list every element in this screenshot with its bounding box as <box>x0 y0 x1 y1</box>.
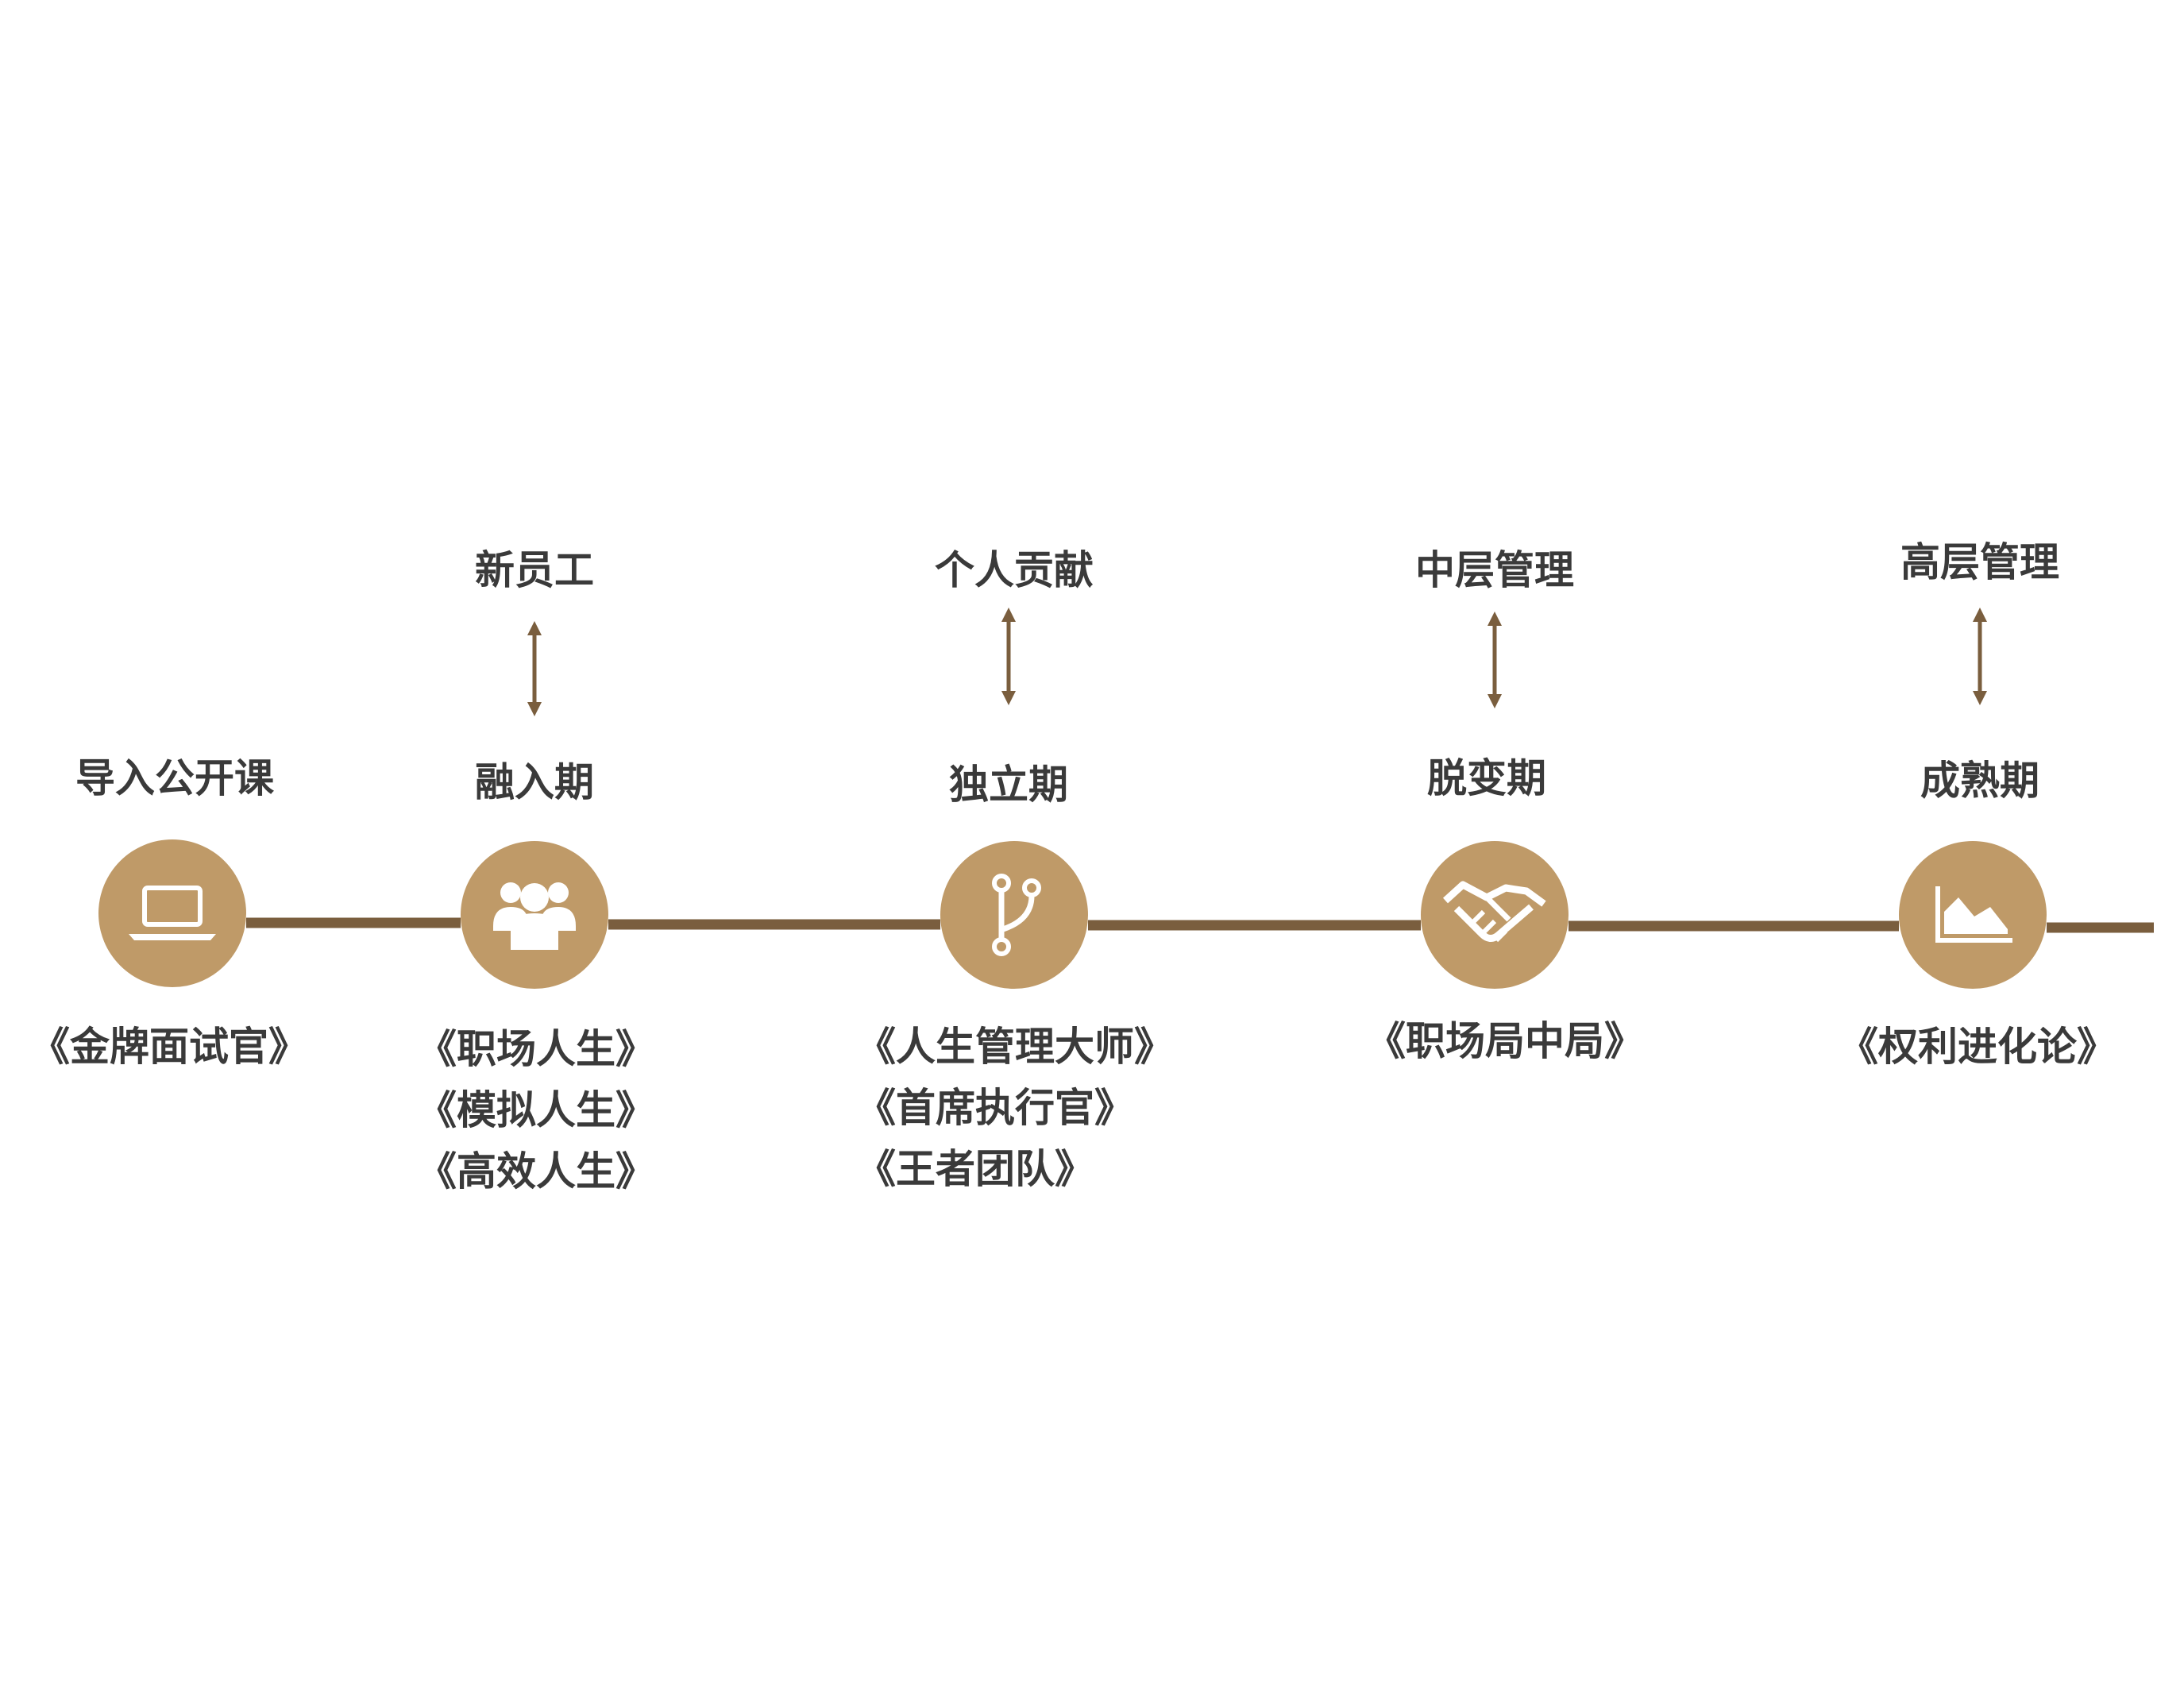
group-icon <box>493 882 576 950</box>
role-label-2: 新员工 <box>475 547 594 593</box>
course-item: 《职场人生》 <box>417 1026 655 1072</box>
phase-label-5: 成熟期 <box>1920 758 2039 804</box>
phase-label-2: 融入期 <box>475 759 594 805</box>
role-label-3: 个人贡献 <box>935 547 1094 593</box>
course-item: 《职场局中局》 <box>1366 1018 1644 1064</box>
double-arrow-icon <box>527 621 542 716</box>
stage-nodes <box>98 839 2047 989</box>
stage-node-4 <box>1421 841 1569 989</box>
stage-node-1 <box>98 839 246 987</box>
course-item: 《模拟人生》 <box>417 1087 655 1133</box>
phase-label-3: 独立期 <box>949 762 1068 808</box>
course-item: 《金牌面试官》 <box>30 1024 308 1070</box>
node-circle <box>940 841 1088 989</box>
course-list-1: 《金牌面试官》 <box>30 1017 308 1078</box>
double-arrow-icon <box>1488 612 1502 708</box>
course-item: 《高效人生》 <box>417 1148 655 1194</box>
branch-icon <box>992 874 1041 956</box>
phase-label-4: 脱变期 <box>1427 755 1546 801</box>
timeline-connectors <box>246 917 2154 933</box>
course-item: 《首席执行官》 <box>856 1085 1134 1131</box>
course-list-3: 《人生管理大师》 《首席执行官》 《王者团队》 <box>856 1017 1174 1200</box>
course-item: 《人生管理大师》 <box>856 1024 1174 1070</box>
role-label-5: 高层管理 <box>1900 539 2059 585</box>
area-chart-icon <box>1935 886 2012 943</box>
course-list-5: 《权利进化论》 <box>1839 1017 2116 1078</box>
role-arrows <box>527 608 1987 716</box>
node-circle <box>1421 841 1569 989</box>
stage-node-5 <box>1899 841 2047 989</box>
laptop-icon <box>129 886 216 940</box>
course-item: 《权利进化论》 <box>1839 1024 2116 1070</box>
course-list-2: 《职场人生》 《模拟人生》 《高效人生》 <box>417 1019 655 1202</box>
course-item: 《王者团队》 <box>856 1146 1094 1192</box>
stage-node-2 <box>461 841 608 989</box>
double-arrow-icon <box>1973 608 1987 705</box>
double-arrow-icon <box>1001 608 1016 705</box>
handshake-icon <box>1442 881 1546 943</box>
node-circle <box>98 839 246 987</box>
stage-node-3 <box>940 841 1088 989</box>
course-list-4: 《职场局中局》 <box>1366 1011 1644 1072</box>
phase-label-1: 导入公开课 <box>75 755 274 801</box>
role-label-4: 中层管理 <box>1415 547 1574 593</box>
